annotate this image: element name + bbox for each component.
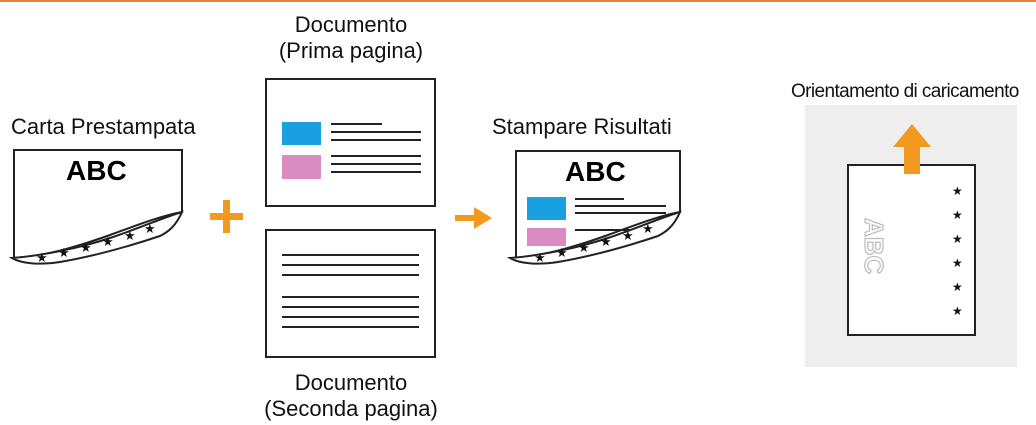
label-document-first-page: Documento (Prima pagina): [258, 12, 444, 64]
arrow-right-icon-shaft: [455, 215, 477, 221]
result-sheet-curl: [506, 210, 682, 265]
loaded-sheet-outline: [847, 164, 976, 336]
preprinted-star: ★: [144, 221, 156, 236]
preprinted-star: ★: [102, 234, 114, 249]
top-rule: [0, 0, 1036, 2]
label-document-second-line2: (Seconda pagina): [264, 396, 438, 421]
label-document-second-line1: Documento: [294, 370, 408, 395]
loaded-star: ★: [952, 256, 963, 270]
document-first-page: [265, 78, 436, 207]
preprinted-star: ★: [80, 240, 92, 255]
result-sheet: ABC ★ ★ ★ ★ ★ ★: [506, 150, 682, 265]
document-second-page-outline: [265, 229, 436, 358]
loaded-sheet-stars: ★ ★ ★ ★ ★ ★: [952, 184, 963, 318]
document-first-page-lines: [331, 123, 421, 173]
label-document-first-line2: (Prima pagina): [278, 38, 424, 63]
label-print-result: Stampare Risultati: [492, 114, 672, 139]
arrow-right-icon: [455, 207, 492, 229]
loaded-star: ★: [952, 232, 963, 246]
arrow-up-icon-shaft: [904, 146, 920, 174]
preprinted-sheet-text: ABC: [66, 155, 127, 186]
result-sheet-stars: ★ ★ ★ ★ ★ ★: [534, 221, 654, 265]
result-sheet-lines: [575, 198, 666, 231]
color-block-blue: [282, 122, 321, 145]
label-preprinted-paper: Carta Prestampata: [11, 114, 196, 139]
loading-orientation-panel: ABC ★ ★ ★ ★ ★ ★: [805, 105, 1017, 367]
result-star: ★: [534, 250, 546, 265]
arrow-up-icon: [893, 124, 931, 174]
result-star: ★: [556, 245, 568, 260]
plus-icon-v: [223, 200, 230, 233]
result-star: ★: [642, 221, 654, 236]
preprinted-star: ★: [36, 250, 48, 265]
label-loading-orientation: Orientamento di caricamento: [791, 81, 1019, 102]
result-color-block-pink: [527, 228, 566, 246]
plus-icon: [210, 200, 243, 233]
loaded-star: ★: [952, 304, 963, 318]
preprinted-star: ★: [124, 228, 136, 243]
result-star: ★: [578, 240, 590, 255]
label-document-first-line1: Documento: [294, 12, 408, 37]
loaded-star: ★: [952, 280, 963, 294]
arrow-up-icon-head: [893, 124, 931, 147]
preprinted-sheet-curl: [8, 210, 184, 265]
loaded-star: ★: [952, 208, 963, 222]
document-second-page: [265, 229, 436, 358]
document-second-page-lines: [282, 254, 419, 328]
preprinted-star: ★: [58, 245, 70, 260]
arrow-right-icon-head: [474, 207, 492, 229]
result-star: ★: [600, 234, 612, 249]
result-color-block-blue: [527, 197, 566, 220]
loaded-sheet-text: ABC: [859, 218, 889, 275]
preprinted-sheet-stars: ★ ★ ★ ★ ★ ★: [36, 221, 156, 265]
result-sheet-text: ABC: [565, 156, 626, 187]
color-block-pink: [282, 155, 321, 179]
result-star: ★: [622, 228, 634, 243]
label-document-second-page: Documento (Seconda pagina): [242, 370, 460, 422]
preprinted-sheet: ABC ★ ★ ★ ★ ★ ★: [8, 149, 184, 265]
loaded-star: ★: [952, 184, 963, 198]
